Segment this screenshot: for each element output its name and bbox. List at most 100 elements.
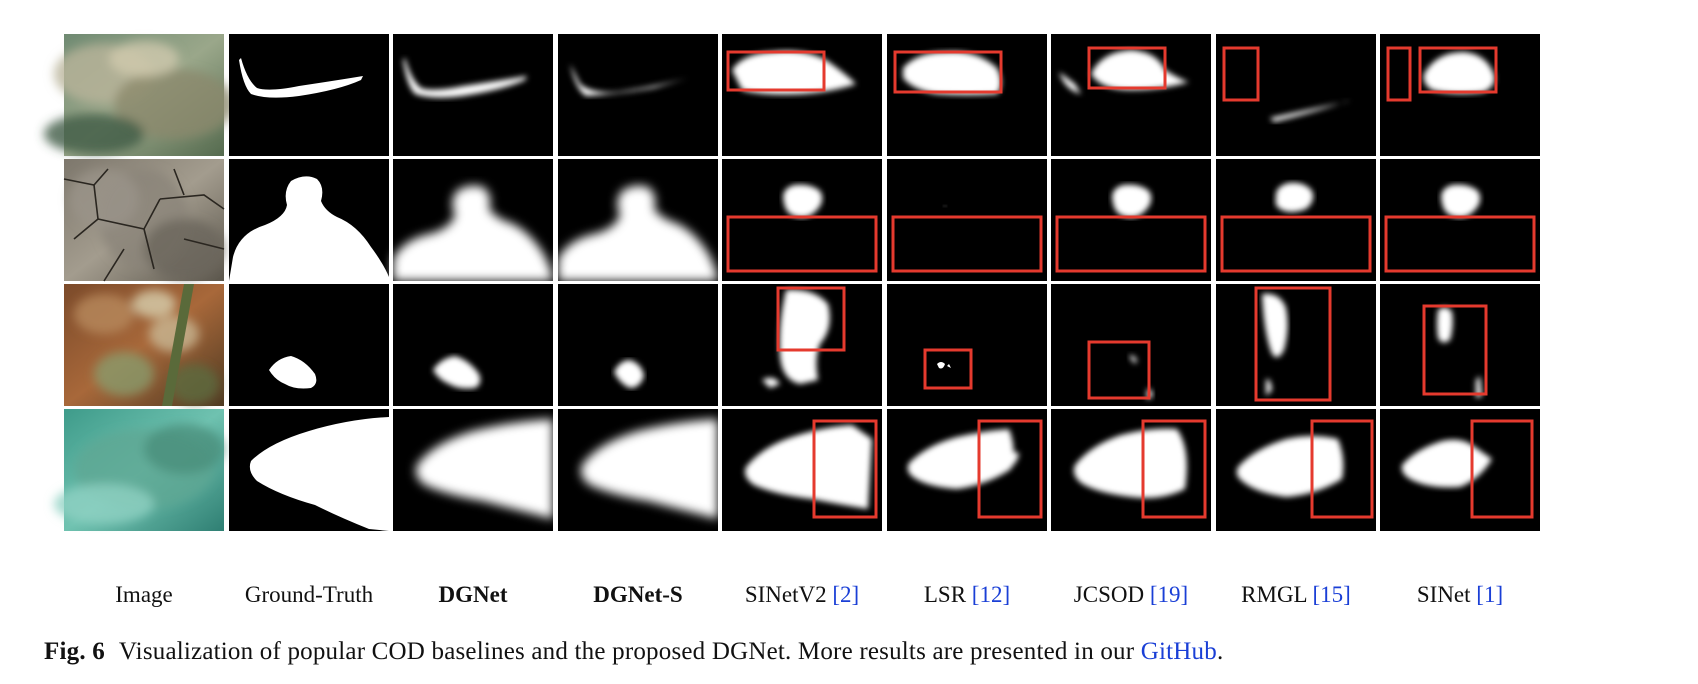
mask-region [907,429,1019,489]
caption-end: . [1216,638,1224,665]
column-label-jcsod: JCSOD [19] [1041,582,1221,612]
cell-leaf-litter-frog-ground-truth [229,284,389,406]
error-highlight-box [1222,46,1260,102]
error-highlight-box [1386,46,1412,102]
error-highlight-box [1254,286,1332,402]
error-highlight-box [1141,419,1207,519]
error-highlight-box [1087,46,1167,90]
mask-region [416,419,553,519]
error-highlight-box [1087,340,1151,400]
mask-background [393,34,553,156]
mask-region [239,58,363,98]
mask-background [558,284,718,406]
photo-texture [69,169,224,279]
mask-region [403,58,527,98]
error-highlight-box [1055,215,1207,273]
cell-cracked-earth-person-sinet [1380,159,1540,281]
mask-region [229,176,389,281]
cell-flatfish-on-sand-lsr [887,409,1047,531]
citation-link[interactable]: [12] [971,582,1011,607]
mask-region [745,425,872,509]
cell-flatfish-on-sand-dgnet-s [558,409,718,531]
mask-region [558,185,718,281]
cell-cracked-earth-person-lsr [887,159,1047,281]
figure-caption: Fig. 6 Visualization of popular COD basel… [44,638,1223,666]
error-highlight-box [726,50,826,92]
mask-region [1262,293,1288,396]
method-name: Image [115,582,173,607]
cell-fish-on-rocks-image [44,34,234,156]
caption-text: Visualization of popular COD baselines a… [118,638,1135,665]
mask-region [1059,50,1189,94]
mask-background [1380,284,1540,406]
mask-background [1216,284,1376,406]
cell-fish-on-rocks-sinet [1380,34,1540,156]
column-label-image: Image [54,582,234,612]
mask-region [249,417,389,531]
error-highlight-box [923,348,973,390]
method-name: RMGL [1241,582,1307,607]
mask-background [229,34,389,156]
figure-number: Fig. 6 [44,638,105,665]
cell-leaf-litter-frog-rmgl [1216,284,1376,406]
cell-flatfish-on-sand-rmgl [1216,409,1376,531]
mask-region [393,185,553,281]
citation-link[interactable]: [2] [832,582,860,607]
method-name: JCSOD [1073,582,1145,607]
method-name: LSR [923,582,967,607]
method-name: Ground-Truth [244,582,374,607]
cell-fish-on-rocks-jcsod [1051,34,1211,156]
citation-link[interactable]: [15] [1312,582,1351,607]
photo-texture [54,424,224,524]
mask-region [269,356,317,389]
photo-texture [44,41,234,154]
mask-region [937,362,951,369]
cell-leaf-litter-frog-dgnet-s [558,284,718,406]
cell-cracked-earth-person-image [63,159,225,282]
cell-flatfish-on-sand-image [54,409,224,531]
cell-cracked-earth-person-ground-truth [229,159,389,281]
error-highlight-box [893,50,1003,94]
cell-leaf-litter-frog-sinetv2 [722,284,882,406]
cell-flatfish-on-sand-sinet [1380,409,1540,531]
cell-leaf-litter-frog-dgnet [393,284,553,406]
github-link[interactable]: GitHub [1140,638,1217,665]
mask-background [1051,284,1211,406]
cell-leaf-litter-frog-jcsod [1051,284,1211,406]
column-label-ground-truth: Ground-Truth [219,582,399,612]
mask-region [1441,184,1481,218]
cell-leaf-litter-frog-lsr [887,284,1047,406]
citation-link[interactable]: [19] [1149,582,1189,607]
mask-region [433,356,481,389]
column-label-sinet: SINet [1] [1370,582,1550,612]
error-highlight-box [1422,304,1488,396]
column-label-dgnet-s: DGNet-S [548,582,728,612]
mask-region [1073,428,1187,498]
error-highlight-box [726,215,878,273]
error-highlight-box [1220,215,1372,273]
mask-region [1129,355,1153,400]
method-name: SINet [1416,582,1471,607]
twig [162,284,194,406]
column-label-rmgl: RMGL [15] [1206,582,1386,612]
column-label-dgnet: DGNet [383,582,563,612]
mask-region [1401,439,1492,488]
error-highlight-box [776,286,846,352]
cell-fish-on-rocks-rmgl [1216,34,1376,156]
mask-background [1216,159,1376,281]
method-name: DGNet-S [593,582,683,607]
mask-region [1423,52,1495,94]
error-highlight-box [891,215,1043,273]
cell-cracked-earth-person-rmgl [1216,159,1376,281]
column-label-lsr: LSR [12] [877,582,1057,612]
cell-fish-on-rocks-sinetv2 [722,34,882,156]
cell-fish-on-rocks-lsr [887,34,1047,156]
error-highlight-box [1384,215,1536,273]
mask-background [722,159,882,281]
method-name: SINetV2 [744,582,827,607]
error-highlight-box [1310,419,1374,519]
mask-background [887,159,1047,281]
cell-fish-on-rocks-ground-truth [229,34,389,156]
cell-leaf-litter-frog-image [64,284,224,406]
citation-link[interactable]: [1] [1476,582,1504,607]
